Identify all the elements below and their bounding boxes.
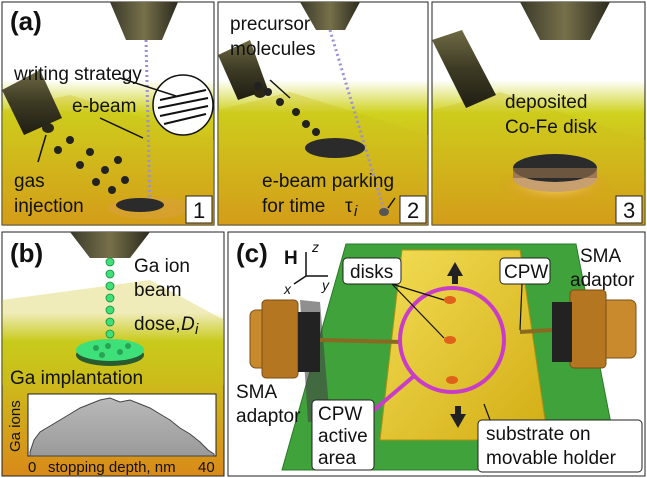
tau-symbol: τ	[345, 196, 353, 217]
adaptor-left-label: adaptor	[236, 406, 301, 427]
disks-label: disks	[350, 262, 393, 283]
panel-c-tag: (c)	[236, 238, 268, 268]
electron-column-tip	[300, 2, 360, 30]
panel-a-step2: precursor molecules e-beam parking for t…	[217, 1, 429, 226]
writing-strategy-lines	[157, 89, 209, 125]
deposit-disk	[116, 198, 164, 212]
ga-ion-label: Ga ion	[134, 256, 190, 277]
adaptor-right-label: adaptor	[570, 270, 635, 291]
right-sma-connector	[519, 289, 637, 369]
deposited-label: deposited	[505, 92, 587, 113]
step-3-badge	[615, 195, 643, 224]
axis-y-label: y	[321, 277, 330, 293]
step-2-number: 2	[407, 198, 419, 223]
axis-z-label: z	[311, 239, 319, 255]
gas-nozzle	[432, 30, 496, 108]
disks-label-box	[342, 257, 402, 285]
plot-x-end: 40	[198, 459, 215, 476]
dose-label: dose,	[134, 314, 180, 335]
disk-top	[444, 296, 456, 304]
writing-strategy-label: writing strategy	[13, 64, 142, 85]
precursor-molecules	[54, 136, 129, 194]
cpw-active-line3: area	[318, 448, 356, 469]
cpw-active-line2: active	[318, 426, 368, 447]
disk-center	[444, 336, 456, 344]
beam-label: beam	[134, 280, 182, 301]
beam-spot	[379, 208, 389, 216]
tau-subscript: i	[354, 203, 358, 220]
up-arrow-icon	[447, 262, 463, 276]
cpw-active-area-circle	[398, 286, 506, 394]
sma-left-label: SMA	[236, 382, 278, 403]
panel-a-tag: (a)	[10, 6, 42, 36]
cpw-label-box	[499, 257, 551, 285]
parking-time-label: for time	[262, 196, 325, 217]
gas-pointer	[37, 134, 47, 163]
precursor-molecules	[254, 82, 320, 136]
ebeam-label: e-beam	[72, 96, 136, 117]
implanted-disk-top	[76, 339, 144, 361]
dose-variable: D	[181, 314, 195, 335]
ga-ion-beam	[105, 257, 115, 339]
panel-c: (c) H z y x disks CPW SMA adaptor SMA ad…	[227, 231, 646, 477]
left-sma-connector	[249, 299, 403, 379]
substrate-line1: substrate on	[486, 424, 591, 445]
dose-subscript: i	[195, 321, 199, 338]
writing-strategy-inset	[152, 74, 214, 136]
strategy-pointer	[119, 77, 177, 97]
cpw-active-line1: CPW	[318, 404, 362, 425]
plot-xlabel: stopping depth, nm	[48, 459, 176, 476]
parking-label: e-beam parking	[262, 171, 394, 192]
substrate-line2: movable holder	[486, 448, 617, 469]
substrate-label-box	[477, 419, 643, 473]
stopping-profile	[29, 397, 215, 457]
electron-column-tip	[110, 2, 178, 40]
step-1-badge	[185, 195, 213, 224]
partial-deposit	[305, 138, 365, 158]
parked-electron-beam	[328, 29, 386, 211]
axis-x-label: x	[283, 281, 292, 297]
panel-a-step1: (a) writing strategy e-beam gas injectio…	[1, 1, 215, 226]
cofe-disk-label: Co-Fe disk	[505, 117, 597, 138]
injection-label: injection	[14, 196, 84, 217]
panel-b: (b) Ga ion beam dose, D i Ga implantatio…	[1, 231, 225, 477]
coordinate-axes-icon	[293, 252, 328, 285]
field-h-label: H	[284, 248, 298, 269]
step-1-number: 1	[193, 198, 205, 223]
panel-a-step3: deposited Co-Fe disk 3	[431, 1, 646, 226]
gas-label: gas	[14, 171, 45, 192]
panel-b-tag: (b)	[10, 238, 43, 268]
electron-column-tip	[520, 2, 610, 40]
down-arrow-icon	[450, 414, 466, 428]
disk-bottom	[446, 376, 458, 384]
sma-right-label: SMA	[580, 246, 622, 267]
cpw-label: CPW	[504, 262, 548, 283]
ebeam-pointer	[99, 117, 144, 139]
ion-column-tip	[70, 232, 150, 258]
plot-ylabel: Ga ions	[7, 400, 24, 452]
step-2-badge	[399, 195, 427, 224]
implantation-label: Ga implantation	[10, 368, 143, 389]
cpw-active-area-box	[311, 399, 375, 471]
step-3-number: 3	[623, 198, 635, 223]
plot-x-start: 0	[28, 459, 36, 476]
molecules-label: molecules	[230, 39, 316, 60]
precursor-label: precursor	[230, 14, 311, 35]
gas-nozzle	[2, 70, 62, 135]
